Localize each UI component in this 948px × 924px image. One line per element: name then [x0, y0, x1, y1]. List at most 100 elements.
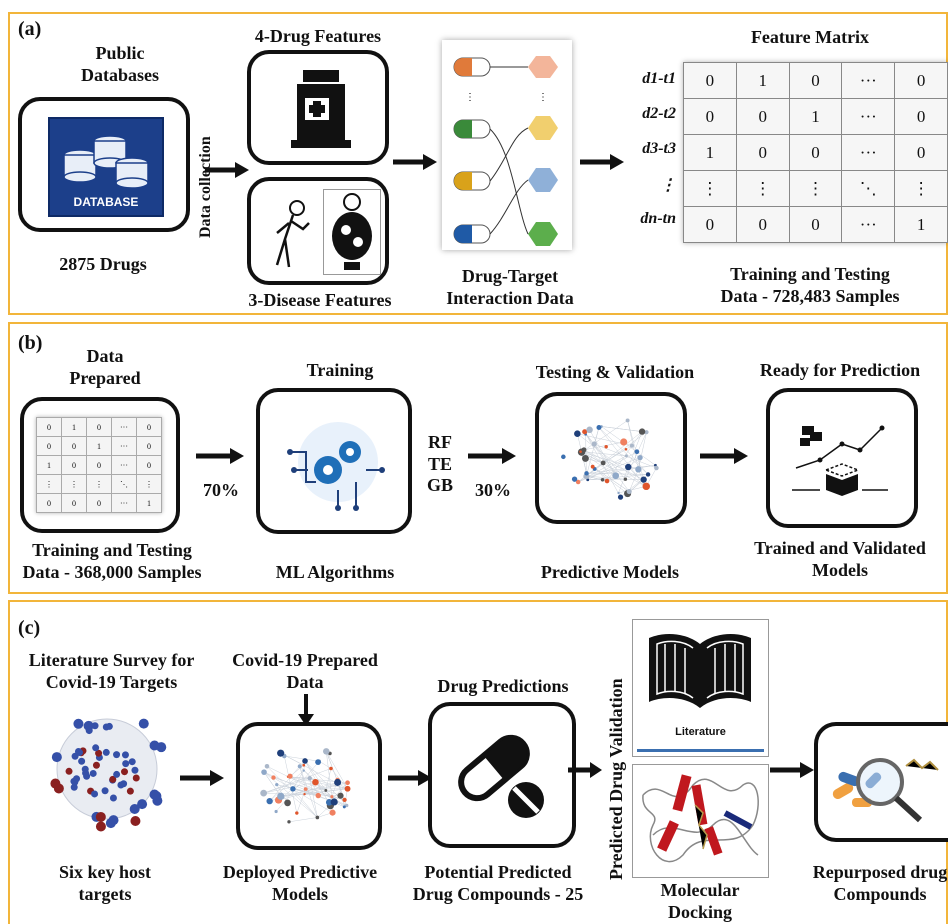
interaction-title: Drug-Target Interaction Data: [446, 266, 574, 308]
open-book-icon: [649, 634, 751, 708]
matrix-cell: 1: [735, 62, 790, 99]
network-node: [581, 454, 589, 462]
database-cylinders-icon: [63, 135, 149, 189]
network-node: [323, 748, 330, 755]
virus-spike: [152, 795, 163, 806]
network-edge: [585, 434, 616, 476]
matrix-cell: 0: [788, 206, 843, 243]
database-box: DATABASE: [18, 97, 190, 232]
docking-card: [632, 764, 769, 878]
virus-spike: [117, 781, 125, 789]
drug-features-box: [247, 50, 389, 165]
network-node: [596, 425, 602, 430]
deployed-network-icon: [260, 748, 351, 824]
virus-spike: [130, 816, 141, 827]
deployed-models: Deployed Predictive Models: [222, 862, 378, 904]
matrix-cell: 0: [788, 62, 843, 99]
virus-spike: [91, 790, 99, 798]
network-node: [582, 429, 588, 435]
literature-underline: [637, 749, 764, 752]
network-edge: [578, 462, 604, 483]
matrix-cell: 1: [683, 134, 737, 171]
disease-features-title: 3-Disease Features: [248, 290, 392, 310]
network-edge: [287, 776, 341, 796]
matrix-cell: 1: [788, 98, 843, 135]
target-hex-yellow: [528, 116, 558, 140]
network-edge: [581, 451, 646, 487]
network-node: [634, 449, 640, 455]
network-node: [342, 797, 347, 802]
virus-spike: [113, 770, 121, 778]
virus-spike: [109, 794, 117, 802]
virus-spike: [102, 723, 110, 731]
network-node: [345, 780, 350, 786]
mini-matrix-cell: ···: [111, 455, 137, 475]
network-node: [271, 775, 276, 780]
network-node: [312, 778, 319, 786]
covid-data-title: Covid-19 Prepared Data: [232, 650, 378, 692]
gears-ml-icon: [287, 422, 385, 511]
network-node: [625, 463, 632, 471]
matrix-row-label: d3-t3: [642, 140, 676, 157]
virus-spike: [73, 718, 84, 729]
network-node: [330, 798, 338, 806]
mini-matrix-cell: 0: [136, 417, 162, 437]
virus-spike: [74, 748, 82, 756]
matrix-cell: 0: [894, 134, 948, 171]
mini-matrix-cell: ⋮: [136, 474, 162, 494]
pct-30: 30%: [475, 480, 511, 500]
network-edge: [594, 427, 600, 445]
virus-spike: [82, 769, 90, 777]
protein-structure-icon: [642, 774, 759, 863]
virus-spike: [101, 787, 109, 795]
arrow-to-deployed: [180, 770, 224, 786]
virus-spike: [122, 760, 130, 768]
network-node: [329, 766, 333, 771]
mini-matrix-cell: 0: [36, 493, 62, 513]
virus-spike: [138, 718, 149, 729]
drug-count: 2875 Drugs: [59, 254, 147, 274]
network-node: [612, 472, 620, 480]
network-node: [623, 477, 628, 481]
panel-c-label: (c): [18, 617, 41, 639]
network-edge: [315, 782, 330, 803]
network-node: [284, 799, 291, 807]
drug-pill-yellow: [453, 171, 491, 191]
network-node: [575, 479, 581, 485]
network-node: [302, 763, 306, 767]
network-node: [654, 465, 659, 471]
matrix-cell: 0: [683, 98, 737, 135]
virus-spike: [95, 821, 106, 832]
network-node: [617, 491, 620, 495]
ready-box: [766, 388, 918, 528]
arrow-to-interaction: [393, 154, 437, 170]
matrix-cell: 0: [683, 62, 737, 99]
drug-features-title: 4-Drug Features: [254, 26, 382, 46]
target-hex-green: [528, 222, 558, 246]
virus-spike: [51, 752, 62, 763]
mini-matrix-cell: 0: [136, 455, 162, 475]
network-edge: [292, 770, 304, 789]
virus-spike: [78, 757, 86, 765]
network-edge: [625, 449, 649, 475]
drug-pill-blue: [453, 224, 491, 244]
interaction-card: ⋮ ⋮: [442, 40, 572, 250]
matrix-cell: 0: [683, 206, 737, 243]
network-edge: [618, 486, 647, 494]
matrix-cell: ⋮: [788, 170, 843, 207]
network-edge: [601, 426, 656, 466]
data-collection-label: Data collection: [197, 136, 214, 238]
matrix-cell: 0: [735, 206, 790, 243]
network-node: [329, 809, 336, 816]
network-node: [626, 489, 632, 495]
network-node: [590, 464, 595, 469]
testing-validation-title: Testing & Validation: [535, 362, 695, 382]
network-node: [600, 460, 606, 466]
interaction-diagram: ⋮ ⋮: [453, 56, 558, 246]
arrow-to-repurposed: [770, 762, 814, 778]
